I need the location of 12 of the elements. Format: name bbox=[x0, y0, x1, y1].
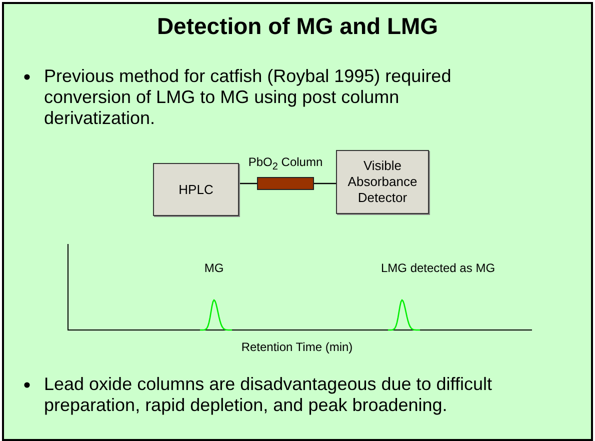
process-box: HPLC bbox=[153, 163, 239, 216]
peak-label: MG bbox=[204, 261, 224, 275]
axis-label: Retention Time (min) bbox=[241, 340, 353, 354]
component-label: PbO$_{2}$ Column bbox=[248, 155, 323, 174]
bullet-text: Lead oxide columns are disadvantageous due to difficult preparation, rapid depletion, and peak broadening. bbox=[44, 374, 493, 416]
slide-title: Detection of MG and LMG bbox=[156, 12, 440, 40]
peak-label: LMG detected as MG bbox=[380, 261, 496, 275]
column-bar bbox=[257, 177, 314, 190]
bullet-text: Previous method for catfish (Roybal 1995) required conversion of LMG to MG using post column derivatization. bbox=[44, 66, 452, 129]
connector-line bbox=[314, 182, 336, 184]
process-box: Visible Absorbance Detector bbox=[336, 150, 429, 214]
connector-line bbox=[239, 182, 257, 184]
